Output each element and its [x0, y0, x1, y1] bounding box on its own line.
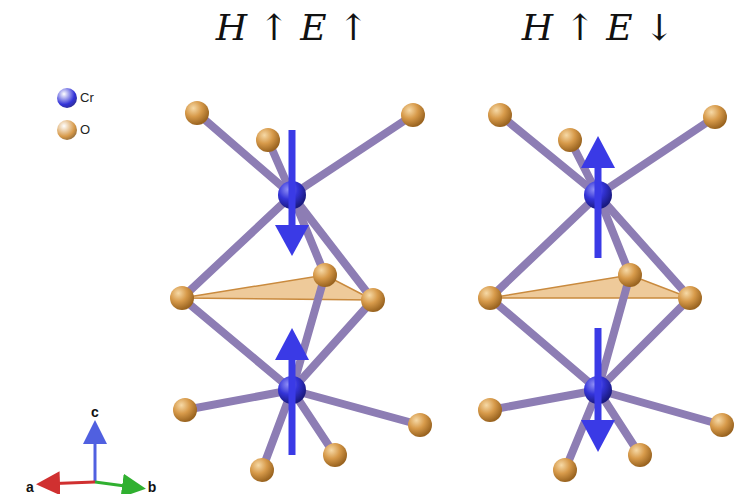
axes [42, 426, 140, 488]
legend-row: Cr [57, 88, 94, 108]
axis-label: a [26, 479, 34, 494]
legend-text: Cr [80, 90, 94, 106]
left-structure [170, 101, 432, 482]
right-structure [478, 103, 734, 482]
legend-swatch [57, 88, 77, 108]
axis-label: b [148, 479, 157, 494]
legend-text: O [80, 122, 90, 138]
axis-label: c [91, 404, 99, 420]
panel-title: H ↑ E ↑ [216, 8, 368, 48]
legend-swatch [57, 120, 77, 140]
panel-title: H ↑ E ↓ [522, 8, 674, 48]
legend-row: O [57, 120, 90, 140]
